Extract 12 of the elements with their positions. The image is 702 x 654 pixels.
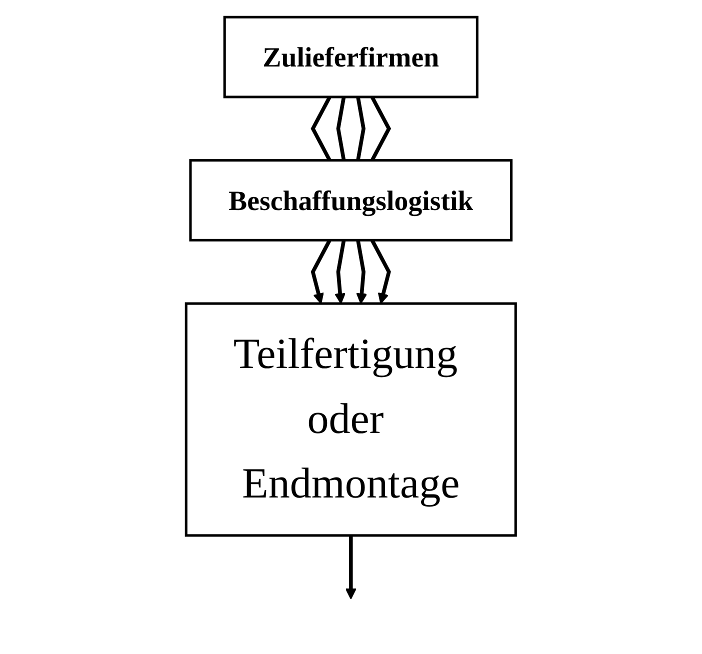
arrow bbox=[345, 535, 357, 600]
node-box: Teilfertigung oder Endmontage bbox=[184, 302, 518, 537]
node-box: Zulieferfirmen bbox=[223, 16, 479, 98]
connector bbox=[310, 96, 332, 162]
arrow bbox=[334, 240, 346, 304]
connector bbox=[370, 96, 392, 162]
connector bbox=[356, 96, 366, 161]
node-box: Beschaffungslogistik bbox=[189, 159, 513, 242]
arrow bbox=[370, 239, 392, 304]
arrow bbox=[356, 240, 368, 304]
arrow bbox=[310, 239, 332, 304]
connector bbox=[336, 96, 346, 161]
